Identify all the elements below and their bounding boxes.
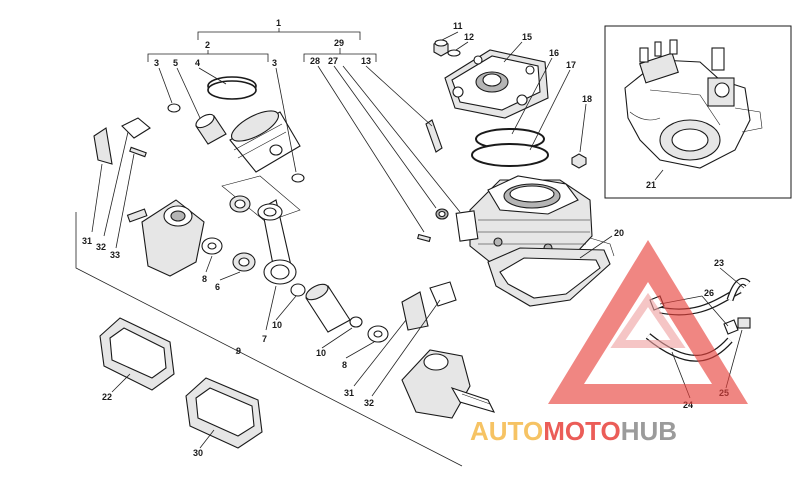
callout-23: 23: [714, 258, 724, 268]
group-brackets: [75, 28, 463, 467]
callout-31a: 31: [82, 236, 92, 246]
callout-33: 33: [110, 250, 120, 260]
callout-8a: 8: [202, 274, 207, 284]
callout-12: 12: [464, 32, 474, 42]
callout-29: 29: [334, 38, 344, 48]
cylinder-group: [417, 175, 615, 307]
engine-inset: [604, 25, 792, 199]
callout-13: 13: [361, 56, 371, 66]
callout-5: 5: [173, 58, 178, 68]
callout-17: 17: [566, 60, 576, 70]
callout-1: 1: [276, 18, 281, 28]
crankshaft-group: [126, 199, 496, 419]
keys-group: [93, 117, 457, 331]
callout-3b: 3: [272, 58, 277, 68]
callout-15: 15: [522, 32, 532, 42]
callout-3a: 3: [154, 58, 159, 68]
callout-11: 11: [453, 21, 463, 31]
callout-2: 2: [205, 40, 210, 50]
gasket-kits: [99, 317, 263, 449]
callout-9: 9: [236, 346, 241, 356]
callout-4: 4: [195, 58, 200, 68]
callout-24: 24: [683, 400, 693, 410]
callout-16: 16: [549, 48, 559, 58]
callout-31b: 31: [344, 388, 354, 398]
watermark-auto: AUTOMOTOHUB: [470, 416, 677, 446]
watermark-logo: AUTOMOTOHUB: [470, 240, 748, 446]
callout-32b: 32: [364, 398, 374, 408]
callout-28: 28: [310, 56, 320, 66]
callout-6: 6: [215, 282, 220, 292]
callout-18: 18: [582, 94, 592, 104]
callout-8b: 8: [342, 360, 347, 370]
callout-22: 22: [102, 392, 112, 402]
callout-10b: 10: [316, 348, 326, 358]
cylinder-head-group: [425, 39, 587, 169]
callout-10a: 10: [272, 320, 282, 330]
callout-21: 21: [646, 180, 656, 190]
callout-7: 7: [262, 334, 267, 344]
callout-32a: 32: [96, 242, 106, 252]
piston-group: [167, 76, 305, 183]
callout-27: 27: [328, 56, 338, 66]
callout-30: 30: [193, 448, 203, 458]
leader-lines: [91, 31, 745, 449]
connecting-rod-group: [201, 175, 301, 285]
callout-26: 26: [704, 288, 714, 298]
callout-numbers: 1 2 3 3 4 5 6 7 8 8 9 10 10 11 12 13 15 …: [82, 18, 729, 458]
callout-20: 20: [614, 228, 624, 238]
